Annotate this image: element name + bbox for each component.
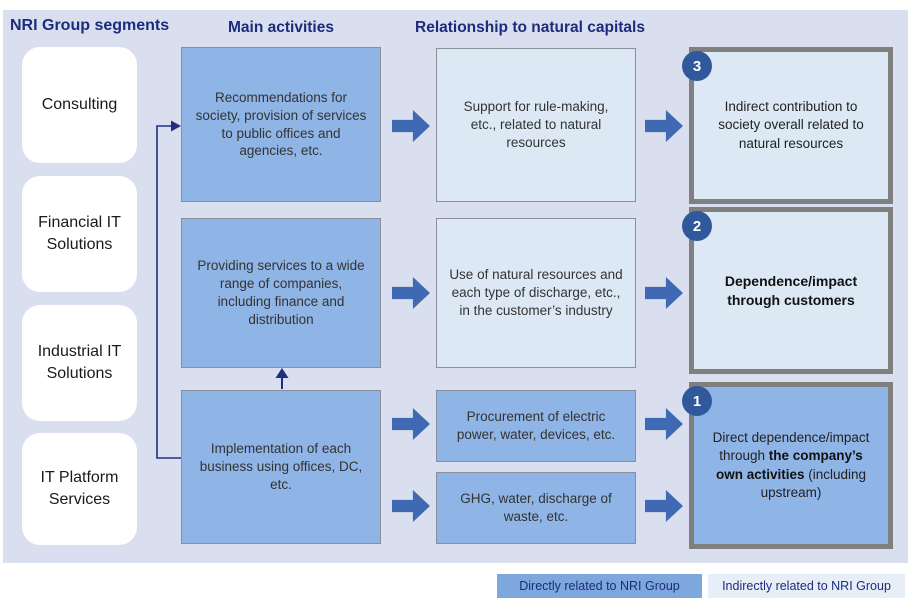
segment-card-consulting: Consulting — [22, 47, 137, 163]
segment-label: Industrial IT Solutions — [37, 343, 122, 382]
capital-text: Support for rule-making, etc., related t… — [463, 99, 609, 150]
outcome-text: Indirect contribution to society overall… — [718, 99, 864, 151]
segment-label: Financial IT Solutions — [38, 214, 121, 253]
capital-text: Use of natural resources and each type o… — [449, 267, 623, 318]
segment-label: Consulting — [41, 96, 118, 114]
legend-directly-related: Directly related to NRI Group — [497, 574, 702, 598]
outcome-box-indirect-contribution: 3 Indirect contribution to society overa… — [682, 47, 893, 204]
outcome-text-suffix: (including upstream) — [760, 466, 867, 500]
legend-label: Directly related to NRI Group — [519, 579, 680, 593]
legend-indirectly-related: Indirectly related to NRI Group — [708, 574, 905, 598]
capital-box-rule-making: Support for rule-making, etc., related t… — [436, 48, 636, 202]
column-header-segments: NRI Group segments — [10, 17, 170, 34]
segment-card-industrial-it: Industrial IT Solutions — [22, 305, 137, 421]
activity-text: Providing services to a wide range of co… — [197, 258, 365, 327]
capital-box-ghg: GHG, water, discharge of waste, etc. — [436, 472, 636, 544]
outcome-text: Dependence/impact through customers — [724, 272, 858, 308]
outcome-text: Direct dependence/impact through the com… — [706, 429, 876, 502]
segment-card-it-platform: IT Platform Services — [22, 433, 137, 545]
outcome-box-direct-dependence: 1 Direct dependence/impact through the c… — [682, 382, 893, 549]
outcome-text-prefix: Direct dependence/impact through — [712, 430, 870, 464]
legend-label: Indirectly related to NRI Group — [722, 579, 891, 593]
number-badge-1: 1 — [682, 386, 712, 416]
activity-box-implementation: Implementation of each business using of… — [181, 390, 381, 544]
segment-card-financial-it: Financial IT Solutions — [22, 176, 137, 292]
outcome-text-bold: the company’s own activities — [715, 448, 863, 482]
column-header-activities: Main activities — [228, 19, 334, 36]
outcome-box-dependence-customers: 2 Dependence/impact through customers — [682, 207, 893, 374]
number-badge-3: 3 — [682, 51, 712, 81]
capital-text: Procurement of electric power, water, de… — [456, 409, 616, 442]
activity-box-recommendations: Recommendations for society, provision o… — [181, 47, 381, 202]
activity-text: Implementation of each business using of… — [199, 441, 363, 492]
capital-box-procurement: Procurement of electric power, water, de… — [436, 390, 636, 462]
outcome-box-body: Direct dependence/impact through the com… — [689, 382, 893, 549]
column-header-capitals: Relationship to natural capitals — [415, 19, 645, 36]
outcome-box-body: Dependence/impact through customers — [689, 207, 893, 374]
activity-box-providing-services: Providing services to a wide range of co… — [181, 218, 381, 368]
segment-label: IT Platform Services — [40, 469, 119, 508]
activity-text: Recommendations for society, provision o… — [195, 89, 367, 159]
capital-box-use-of-resources: Use of natural resources and each type o… — [436, 218, 636, 368]
number-badge-2: 2 — [682, 211, 712, 241]
capital-text: GHG, water, discharge of waste, etc. — [460, 491, 612, 524]
outcome-box-body: Indirect contribution to society overall… — [689, 47, 893, 204]
